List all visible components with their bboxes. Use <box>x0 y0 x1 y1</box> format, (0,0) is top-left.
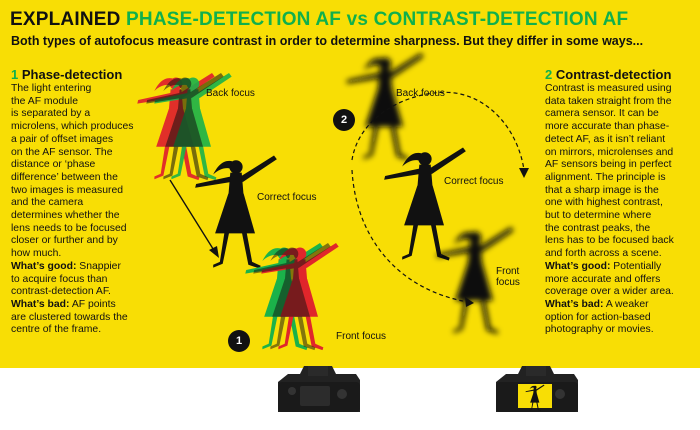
body-line: microlens, which produces <box>11 121 134 133</box>
front-focus-label-2b: focus <box>496 277 520 288</box>
back-focus-label-2: Back focus <box>396 88 445 99</box>
body-line: detect AF, as it isn’t reliant <box>545 133 666 145</box>
body-line: two images is measured <box>11 184 124 196</box>
page-subtitle: Both types of autofocus measure contrast… <box>11 34 644 48</box>
bad-text: AF points <box>69 298 116 310</box>
body-line: on the AF sensor. The <box>11 146 113 158</box>
body-line: AF sensors being in perfect <box>545 159 672 171</box>
body-line: contrast-detection AF. <box>11 286 111 298</box>
title-prefix: EXPLAINED <box>10 9 121 30</box>
body-line: option for action-based <box>545 311 651 323</box>
body-line: and forth across a scene. <box>545 248 662 260</box>
contrast-heading: 2 Contrast-detection <box>545 67 671 82</box>
body-line: Contrast is measured using <box>545 83 672 94</box>
back-focus-label-1: Back focus <box>206 88 255 99</box>
body-line: is separated by a <box>11 108 91 120</box>
body-line: how much. <box>11 248 62 260</box>
body-line: the contrast peaks, the <box>545 222 651 234</box>
body-line: on mirrors, microlenses and <box>545 146 674 158</box>
body-line: closer or further and by <box>11 235 118 247</box>
correct-focus-label-1: Correct focus <box>257 192 317 203</box>
bad-text: A weaker <box>603 298 649 310</box>
body-line: and the camera <box>11 197 84 209</box>
body-line: but to determine where <box>545 210 652 222</box>
front-focus-label-1: Front focus <box>336 331 387 342</box>
body-line: alignment. The principle is <box>545 171 666 183</box>
contrast-number: 2 <box>545 67 553 82</box>
body-line: to acquire focus than <box>11 273 108 285</box>
body-line: that a sharp image is the <box>545 184 659 196</box>
contrast-body: Contrast is measured using data taken st… <box>545 83 674 337</box>
good-text: Potentially <box>610 260 662 272</box>
step-badge-1: 1 <box>228 330 250 352</box>
phase-bad: What’s bad: AF points <box>11 299 133 312</box>
title-main: PHASE-DETECTION AF vs CONTRAST-DETECTION… <box>126 9 629 30</box>
bad-label: What’s bad: <box>545 298 604 310</box>
body-line: are clustered towards the <box>11 311 128 323</box>
body-line: photography or movies. <box>545 324 654 336</box>
correct-focus-label-2: Correct focus <box>444 176 504 187</box>
body-line: The light entering <box>11 83 92 94</box>
body-line: more accurate and offers <box>545 273 661 285</box>
phase-number: 1 <box>11 67 19 82</box>
good-label: What’s good: <box>545 260 611 272</box>
phase-body: The light entering the AF module is sepa… <box>11 83 133 337</box>
body-line: data taken straight from the <box>545 95 672 107</box>
bad-label: What’s bad: <box>11 298 70 310</box>
body-line: difference’ between the <box>11 171 118 183</box>
good-text: Snappier <box>76 260 121 272</box>
dslr-camera-icon <box>278 366 360 412</box>
body-line: a pair of offset images <box>11 133 114 145</box>
phase-heading-text: Phase-detection <box>21 67 123 82</box>
body-line: camera sensor. It can be <box>545 108 659 120</box>
body-line: more accurate than phase- <box>545 121 670 133</box>
good-label: What’s good: <box>11 260 77 272</box>
body-line: determines whether the <box>11 210 120 222</box>
step-badge-2: 2 <box>333 109 355 131</box>
phase-heading: 1 Phase-detection <box>11 67 122 82</box>
page-title: EXPLAINED PHASE-DETECTION AF vs CONTRAST… <box>10 9 628 31</box>
body-line: centre of the frame. <box>11 324 102 336</box>
body-line: coverage over a wider area. <box>545 286 674 298</box>
contrast-heading-text: Contrast-detection <box>555 67 672 82</box>
body-line: the AF module <box>11 95 79 107</box>
body-line: lens has to be focused back <box>545 235 674 247</box>
body-line: distance or ‘phase <box>11 159 96 171</box>
phase-good: What’s good: Snappier <box>11 261 133 274</box>
dslr-camera-icon <box>496 366 578 412</box>
front-focus-label-2a: Front <box>496 266 520 277</box>
body-line: one with highest contrast, <box>545 197 663 209</box>
contrast-good: What’s good: Potentially <box>545 261 674 274</box>
body-line: lens needs to be focused <box>11 222 127 234</box>
contrast-bad: What’s bad: A weaker <box>545 299 674 312</box>
